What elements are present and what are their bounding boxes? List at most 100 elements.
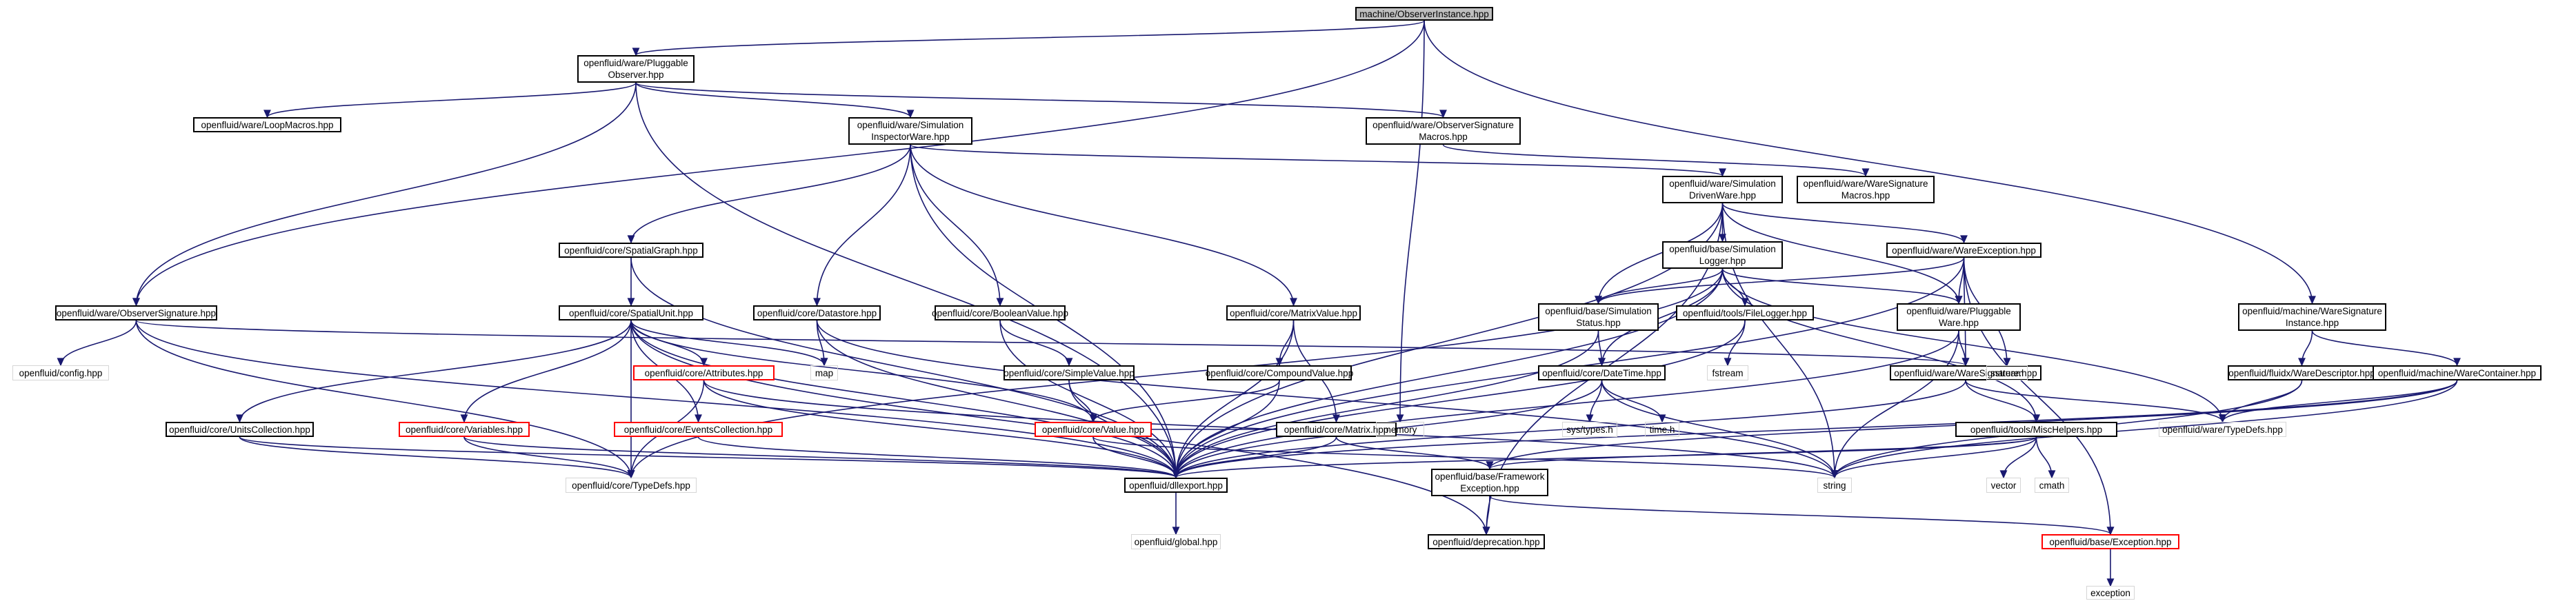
- node-label-line: openfluid/base/Simulation: [1545, 306, 1652, 316]
- include-edge: [135, 82, 637, 306]
- header-node-openfluid-tools-mischelpers-hpp[interactable]: openfluid/tools/MiscHelpers.hpp: [1955, 422, 2117, 437]
- include-edge: [816, 320, 1177, 478]
- header-node-openfluid-tools-filelogger-hpp[interactable]: openfluid/tools/FileLogger.hpp: [1676, 305, 1814, 320]
- external-header-exception: exception: [2086, 586, 2135, 600]
- header-node-openfluid-base-exception-hpp[interactable]: openfluid/base/Exception.hpp: [2041, 534, 2179, 549]
- header-node-openfluid-ware-observersignature-hpp[interactable]: openfluid/ware/ObserverSignature.hpp: [55, 305, 217, 320]
- header-node-openfluid-machine-warecontainer-hpp[interactable]: openfluid/machine/WareContainer.hpp: [2373, 365, 2542, 380]
- include-edge: [1092, 436, 1835, 478]
- node-label-line: Exception.hpp: [1460, 483, 1519, 493]
- node-label-line: openfluid/ware/ObserverSignature: [1372, 120, 1514, 130]
- header-node-openfluid-core-matrixvalue-hpp[interactable]: openfluid/core/MatrixValue.hpp: [1226, 305, 1361, 320]
- node-label-line: openfluid/base/Simulation: [1669, 244, 1776, 254]
- edge-arrowhead: [813, 298, 821, 307]
- edge-arrowhead: [1861, 168, 1870, 177]
- edge-arrowhead: [1290, 298, 1297, 307]
- header-node-openfluid-core-spatialgraph-hpp[interactable]: openfluid/core/SpatialGraph.hpp: [559, 243, 703, 258]
- header-node-openfluid-core-datastore-hpp[interactable]: openfluid/core/Datastore.hpp: [753, 305, 881, 320]
- header-node-openfluid-core-booleanvalue-hpp[interactable]: openfluid/core/BooleanValue.hpp: [932, 305, 1068, 320]
- header-node-openfluid-fluidx-waredescriptor-hpp[interactable]: openfluid/fluidx/WareDescriptor.hpp: [2228, 365, 2376, 380]
- node-label-line: openfluid/core/SimpleValue.hpp: [1004, 367, 1135, 378]
- include-edge: [2221, 380, 2303, 422]
- header-node-openfluid-core-eventscollection-hpp[interactable]: openfluid/core/EventsCollection.hpp: [614, 422, 783, 437]
- include-edge: [1424, 20, 2313, 304]
- header-node-openfluid-core-attributes-hpp[interactable]: openfluid/core/Attributes.hpp: [633, 365, 775, 380]
- include-edge: [1721, 203, 1965, 243]
- include-edge: [1068, 380, 1094, 422]
- header-node-openfluid-deprecation-hpp[interactable]: openfluid/deprecation.hpp: [1428, 534, 1545, 549]
- edge-arrowhead: [2298, 358, 2306, 367]
- node-label-line: openfluid/ware/WareSignature: [1803, 179, 1928, 189]
- edge-arrowhead: [1089, 414, 1097, 423]
- include-edge: [1489, 436, 2037, 469]
- edge-arrowhead: [2033, 414, 2040, 423]
- node-label-line: openfluid/core/MatrixValue.hpp: [1229, 307, 1358, 318]
- header-node-openfluid-core-unitscollection-hpp[interactable]: openfluid/core/UnitsCollection.hpp: [166, 422, 314, 437]
- external-header-memory: memory: [1376, 422, 1424, 437]
- include-edge: [697, 436, 1177, 478]
- include-edge: [1489, 496, 2111, 535]
- edges-layer: [57, 20, 2461, 587]
- node-label-line: openfluid/ware/WareSignature.hpp: [1894, 367, 2037, 378]
- edge-arrowhead: [132, 298, 140, 307]
- node-label-line: openfluid/tools/MiscHelpers.hpp: [1970, 424, 2103, 435]
- include-edge: [135, 320, 1966, 366]
- header-node-machine-observerinstance-hpp[interactable]: machine/ObserverInstance.hpp: [1355, 7, 1493, 21]
- include-edge: [1175, 320, 1746, 478]
- include-edge: [1721, 268, 2037, 422]
- include-edge: [60, 320, 137, 366]
- include-edge: [266, 82, 637, 118]
- header-node-openfluid-core-simplevalue-hpp[interactable]: openfluid/core/SimpleValue.hpp: [1004, 365, 1135, 380]
- include-edge: [463, 436, 1177, 478]
- header-node-openfluid-ware-loopmacros-hpp[interactable]: openfluid/ware/LoopMacros.hpp: [193, 117, 341, 132]
- include-edge: [1335, 436, 1490, 469]
- include-edge: [1175, 380, 1966, 478]
- header-node-openfluid-core-matrix-hpp[interactable]: openfluid/core/Matrix.hpp: [1276, 422, 1397, 437]
- header-node-openfluid-ware-waresignature-hpp[interactable]: openfluid/ware/WareSignature.hpp: [1890, 365, 2041, 380]
- node-label-line: machine/ObserverInstance.hpp: [1359, 8, 1489, 19]
- include-edge: [1175, 436, 2037, 478]
- include-edge: [1092, 380, 1280, 422]
- node-label-line: openfluid/core/UnitsCollection.hpp: [169, 424, 310, 435]
- header-node-openfluid-dllexport-hpp[interactable]: openfluid/dllexport.hpp: [1124, 478, 1228, 493]
- header-node-openfluid-core-value-hpp[interactable]: openfluid/core/Value.hpp: [1035, 422, 1152, 437]
- edge-arrowhead: [2308, 296, 2316, 305]
- edge-arrowhead: [2453, 358, 2461, 367]
- header-node-openfluid-core-compoundvalue-hpp[interactable]: openfluid/core/CompoundValue.hpp: [1206, 365, 1353, 380]
- include-edge: [816, 320, 1835, 478]
- include-edge: [999, 320, 1177, 478]
- header-node-openfluid-core-datetime-hpp[interactable]: openfluid/core/DateTime.hpp: [1538, 365, 1666, 380]
- include-edge: [630, 320, 825, 366]
- header-node-openfluid-core-spatialunit-hpp[interactable]: openfluid/core/SpatialUnit.hpp: [559, 305, 703, 320]
- node-label-line: Status.hpp: [1576, 318, 1621, 328]
- external-header-openfluid-core-typedefs-hpp: openfluid/core/TypeDefs.hpp: [566, 478, 697, 493]
- node-label-line: openfluid/core/BooleanValue.hpp: [932, 307, 1068, 318]
- header-node-openfluid-core-variables-hpp[interactable]: openfluid/core/Variables.hpp: [399, 422, 530, 437]
- header-node-openfluid-ware-wareexception-hpp[interactable]: openfluid/ware/WareException.hpp: [1886, 243, 2041, 258]
- node-label-line: openfluid/core/EventsCollection.hpp: [623, 424, 773, 435]
- node-label-line: Observer.hpp: [608, 70, 664, 80]
- include-edge: [635, 82, 911, 118]
- external-header-map: map: [810, 365, 838, 380]
- include-edge: [1175, 330, 1599, 478]
- external-header-vector: vector: [1986, 478, 2021, 493]
- edge-arrowhead: [1598, 358, 1606, 367]
- node-label-line: InspectorWare.hpp: [871, 132, 950, 142]
- include-edge: [816, 144, 911, 306]
- include-edge: [463, 436, 632, 478]
- include-edge: [1601, 380, 1663, 422]
- node-label-line: openfluid/ware/LoopMacros.hpp: [201, 119, 334, 130]
- edge-arrowhead: [1724, 358, 1732, 367]
- node-label-line: openfluid/core/DateTime.hpp: [1542, 367, 1661, 378]
- include-edge: [630, 320, 1177, 478]
